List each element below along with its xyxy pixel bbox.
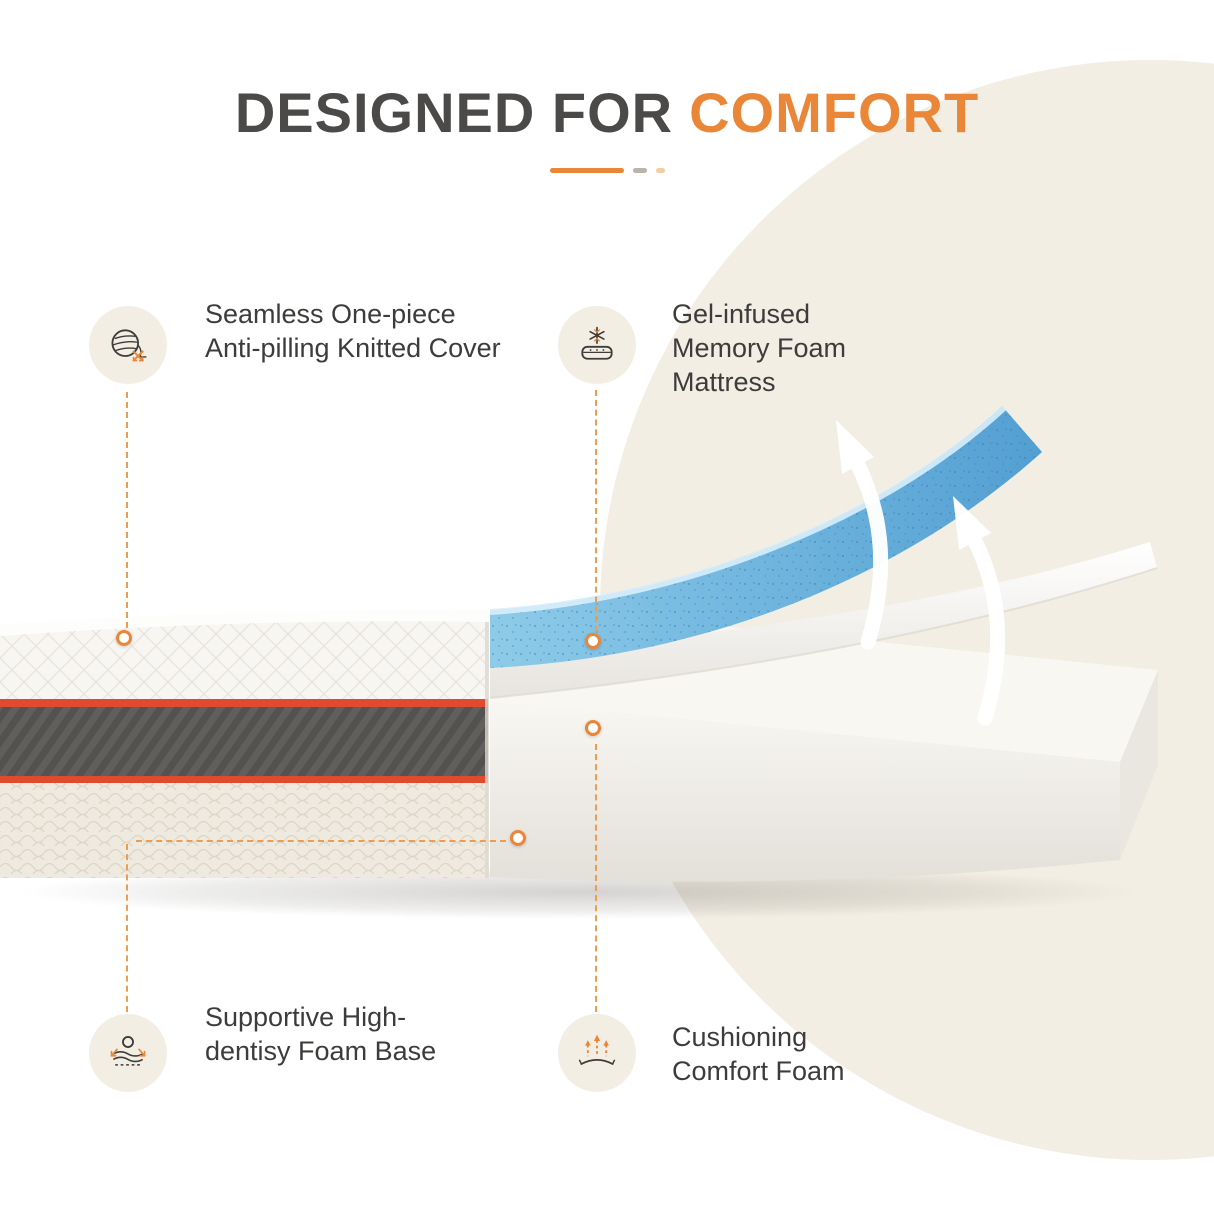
- title-prefix: DESIGNED FOR: [234, 81, 674, 144]
- feature-icon-circle-base: [89, 1014, 167, 1092]
- divider-dash-light: [655, 168, 665, 173]
- divider-bar: [549, 168, 624, 173]
- red-trim-bottom: [0, 776, 488, 783]
- callout-marker-comfort: [585, 720, 601, 736]
- feature-label-comfort: Cushioning Comfort Foam: [672, 1022, 845, 1086]
- feature-icon-circle-cover: [89, 306, 167, 384]
- gel-snowflake-mattress-icon: [581, 326, 613, 360]
- ground-shadow: [20, 865, 1140, 919]
- divider-dash-dark: [632, 168, 647, 173]
- comfort-foam-layer: [489, 542, 1158, 699]
- gel-memory-foam-layer: [489, 405, 1042, 668]
- mattress-cross-section: [0, 609, 489, 878]
- feature-icon-circle-comfort: [558, 1014, 636, 1092]
- callout-line-base-vertical: [126, 844, 128, 1012]
- lift-arrow-left: [836, 420, 889, 650]
- callout-line-gel: [595, 390, 597, 632]
- callout-line-comfort: [595, 744, 597, 1012]
- feature-label-gel: Gel-infused Memory Foam Mattress: [672, 299, 847, 397]
- callout-line-base-horizontal: [136, 840, 506, 842]
- callout-marker-base: [510, 830, 526, 846]
- callout-line-cover: [126, 392, 128, 628]
- gray-band: [0, 707, 488, 776]
- base-foam-texture: [0, 783, 488, 878]
- title-highlight: COMFORT: [689, 81, 980, 144]
- callout-marker-cover: [116, 630, 132, 646]
- feature-icon-circle-gel: [558, 306, 636, 384]
- feature-label-cover: Seamless One-piece Anti-pilling Knitted …: [205, 299, 501, 363]
- feature-label-base: Supportive High-dentisy Foam Base: [205, 1002, 437, 1066]
- lift-arrow-right: [953, 496, 1006, 726]
- yarn-knit-icon: [111, 329, 147, 362]
- cushion-arrows-icon: [578, 1034, 616, 1065]
- callout-marker-gel: [585, 633, 601, 649]
- supportive-base-icon: [110, 1036, 146, 1066]
- mattress-illustration: [0, 405, 1158, 919]
- title-divider: [0, 168, 1214, 173]
- red-trim-top: [0, 699, 488, 707]
